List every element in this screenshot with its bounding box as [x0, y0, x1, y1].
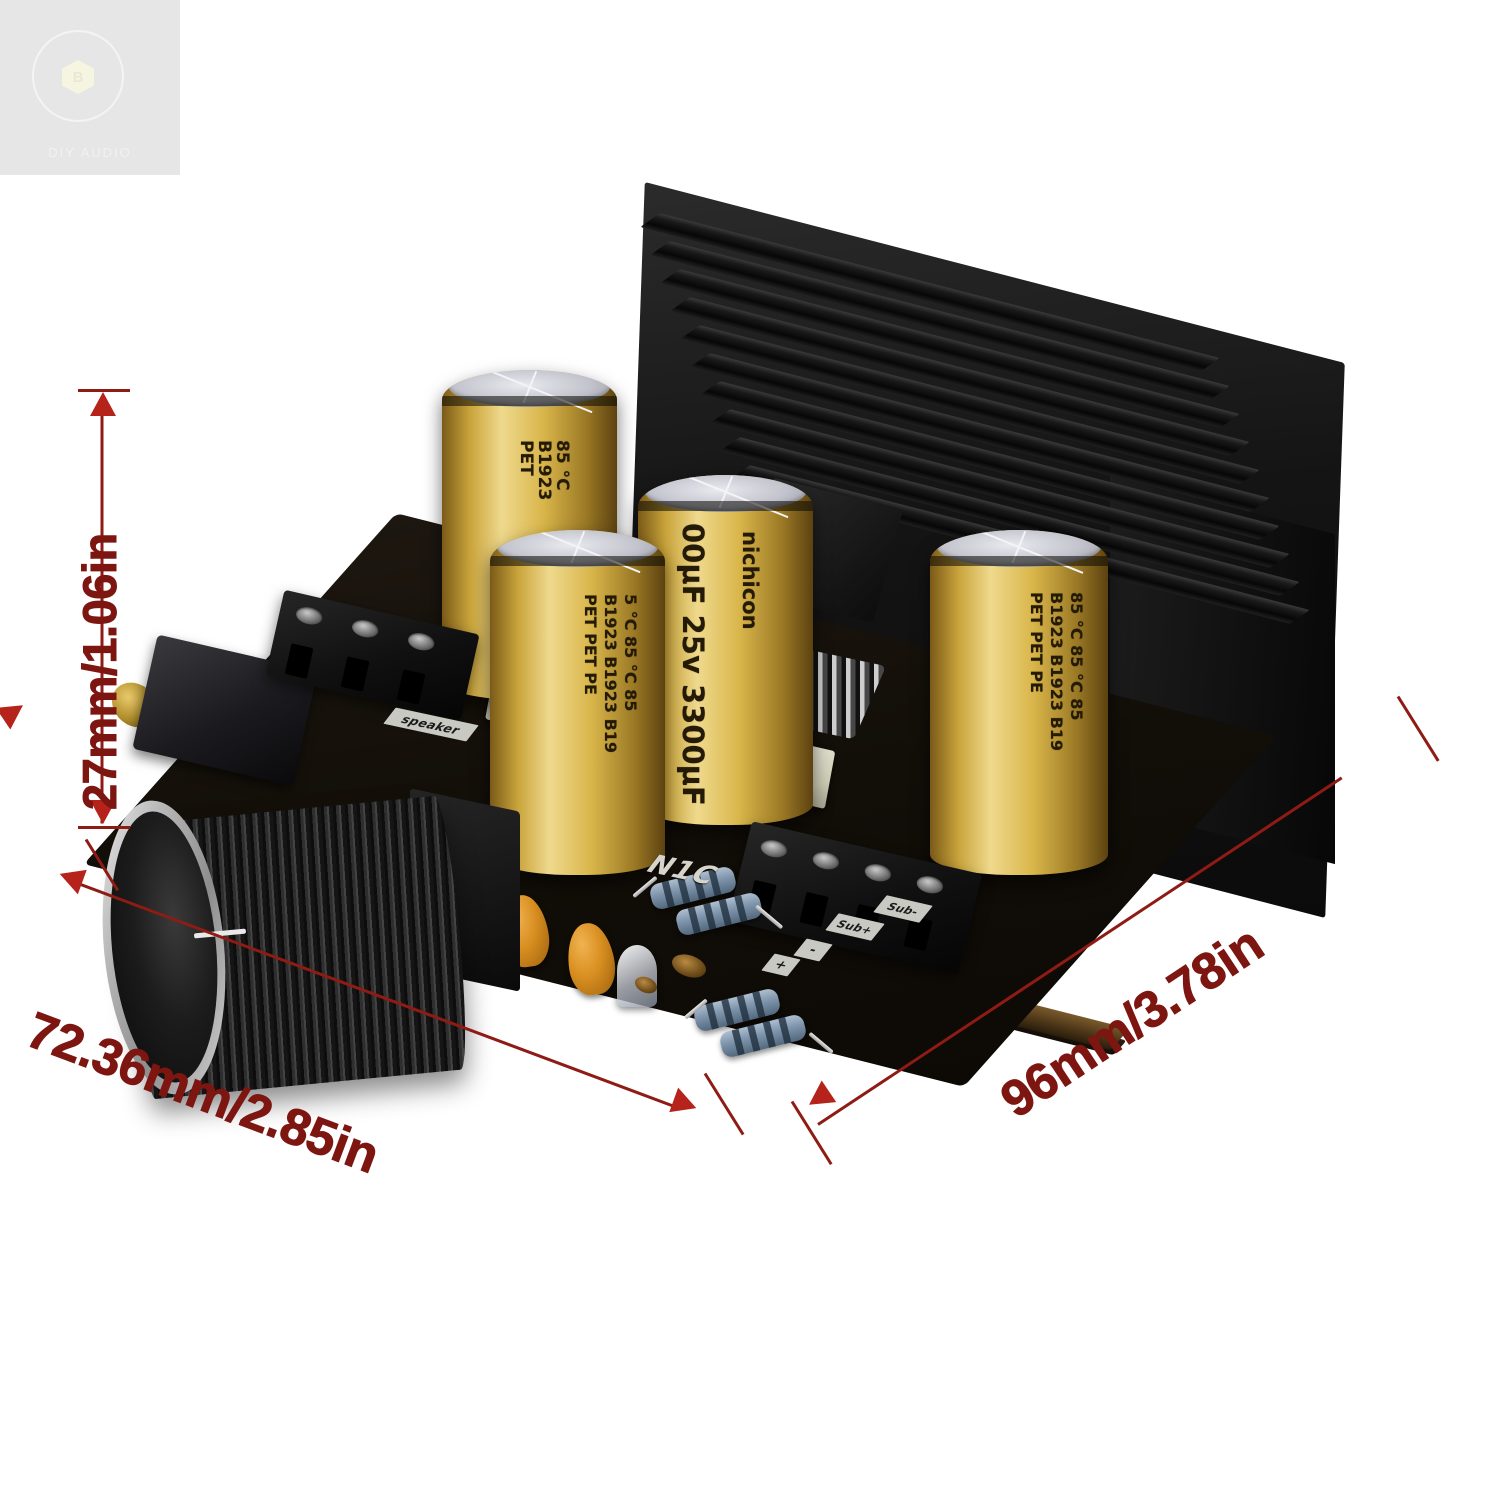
terminal-screw[interactable] [862, 861, 893, 884]
watermark-badge: B DIY AUDIO [0, 0, 180, 175]
dimension-height-label: 27mm/1.06in [73, 533, 127, 811]
terminal-wire-slot[interactable] [284, 643, 314, 679]
capacitor-marking: PET PET PE [581, 594, 600, 695]
terminal-screw[interactable] [406, 630, 437, 653]
terminal-wire-slot[interactable] [396, 669, 426, 705]
electrolytic-capacitor: 85 °C 85 °C 85 B1923 B1923 B19 PET PET P… [930, 530, 1108, 875]
capacitor-band [930, 556, 1108, 566]
capacitor-band [490, 556, 665, 566]
watermark-ring-icon [32, 30, 124, 122]
capacitor-band [442, 396, 617, 406]
terminal-screw[interactable] [294, 604, 325, 627]
capacitor-brand-marking: nichicon [738, 531, 762, 630]
terminal-wire-slot[interactable] [340, 656, 370, 692]
amplifier-board: 85 °C B1923 PET nichicon 00µF 25v 3300µF… [83, 182, 1450, 1135]
capacitor-marking: 85 °C [552, 440, 572, 491]
terminal-screw[interactable] [810, 849, 841, 872]
capacitor-marking: B1923 [534, 440, 554, 501]
capacitor-marking: 85 °C 85 °C 85 [1067, 592, 1086, 721]
watermark-brand-label: DIY AUDIO [48, 145, 132, 160]
capacitor-marking: PET PET PE [1027, 592, 1046, 693]
capacitor-marking: 5 °C 85 °C 85 [621, 594, 640, 712]
capacitor-marking: PET [516, 440, 536, 476]
terminal-screw[interactable] [914, 873, 945, 896]
dimension-arrow-start [0, 694, 31, 730]
indicator-led [617, 945, 657, 1007]
dimension-arrow-up [90, 392, 116, 416]
capacitor-marking: B1923 B1923 B19 [601, 594, 620, 754]
terminal-screw[interactable] [758, 837, 789, 860]
capacitor-marking: B1923 B1923 B19 [1047, 592, 1066, 752]
electrolytic-capacitor: nichicon 00µF 25v 3300µF [638, 475, 813, 825]
dimension-extension-tick [78, 826, 130, 829]
capacitor-band [638, 501, 813, 511]
dimension-extension-tick [78, 389, 130, 392]
terminal-wire-slot[interactable] [799, 891, 829, 928]
capacitor-value-marking: 00µF 25v 3300µF [676, 523, 710, 806]
terminal-screw[interactable] [350, 617, 381, 640]
dimension-arrow-start [55, 861, 87, 895]
